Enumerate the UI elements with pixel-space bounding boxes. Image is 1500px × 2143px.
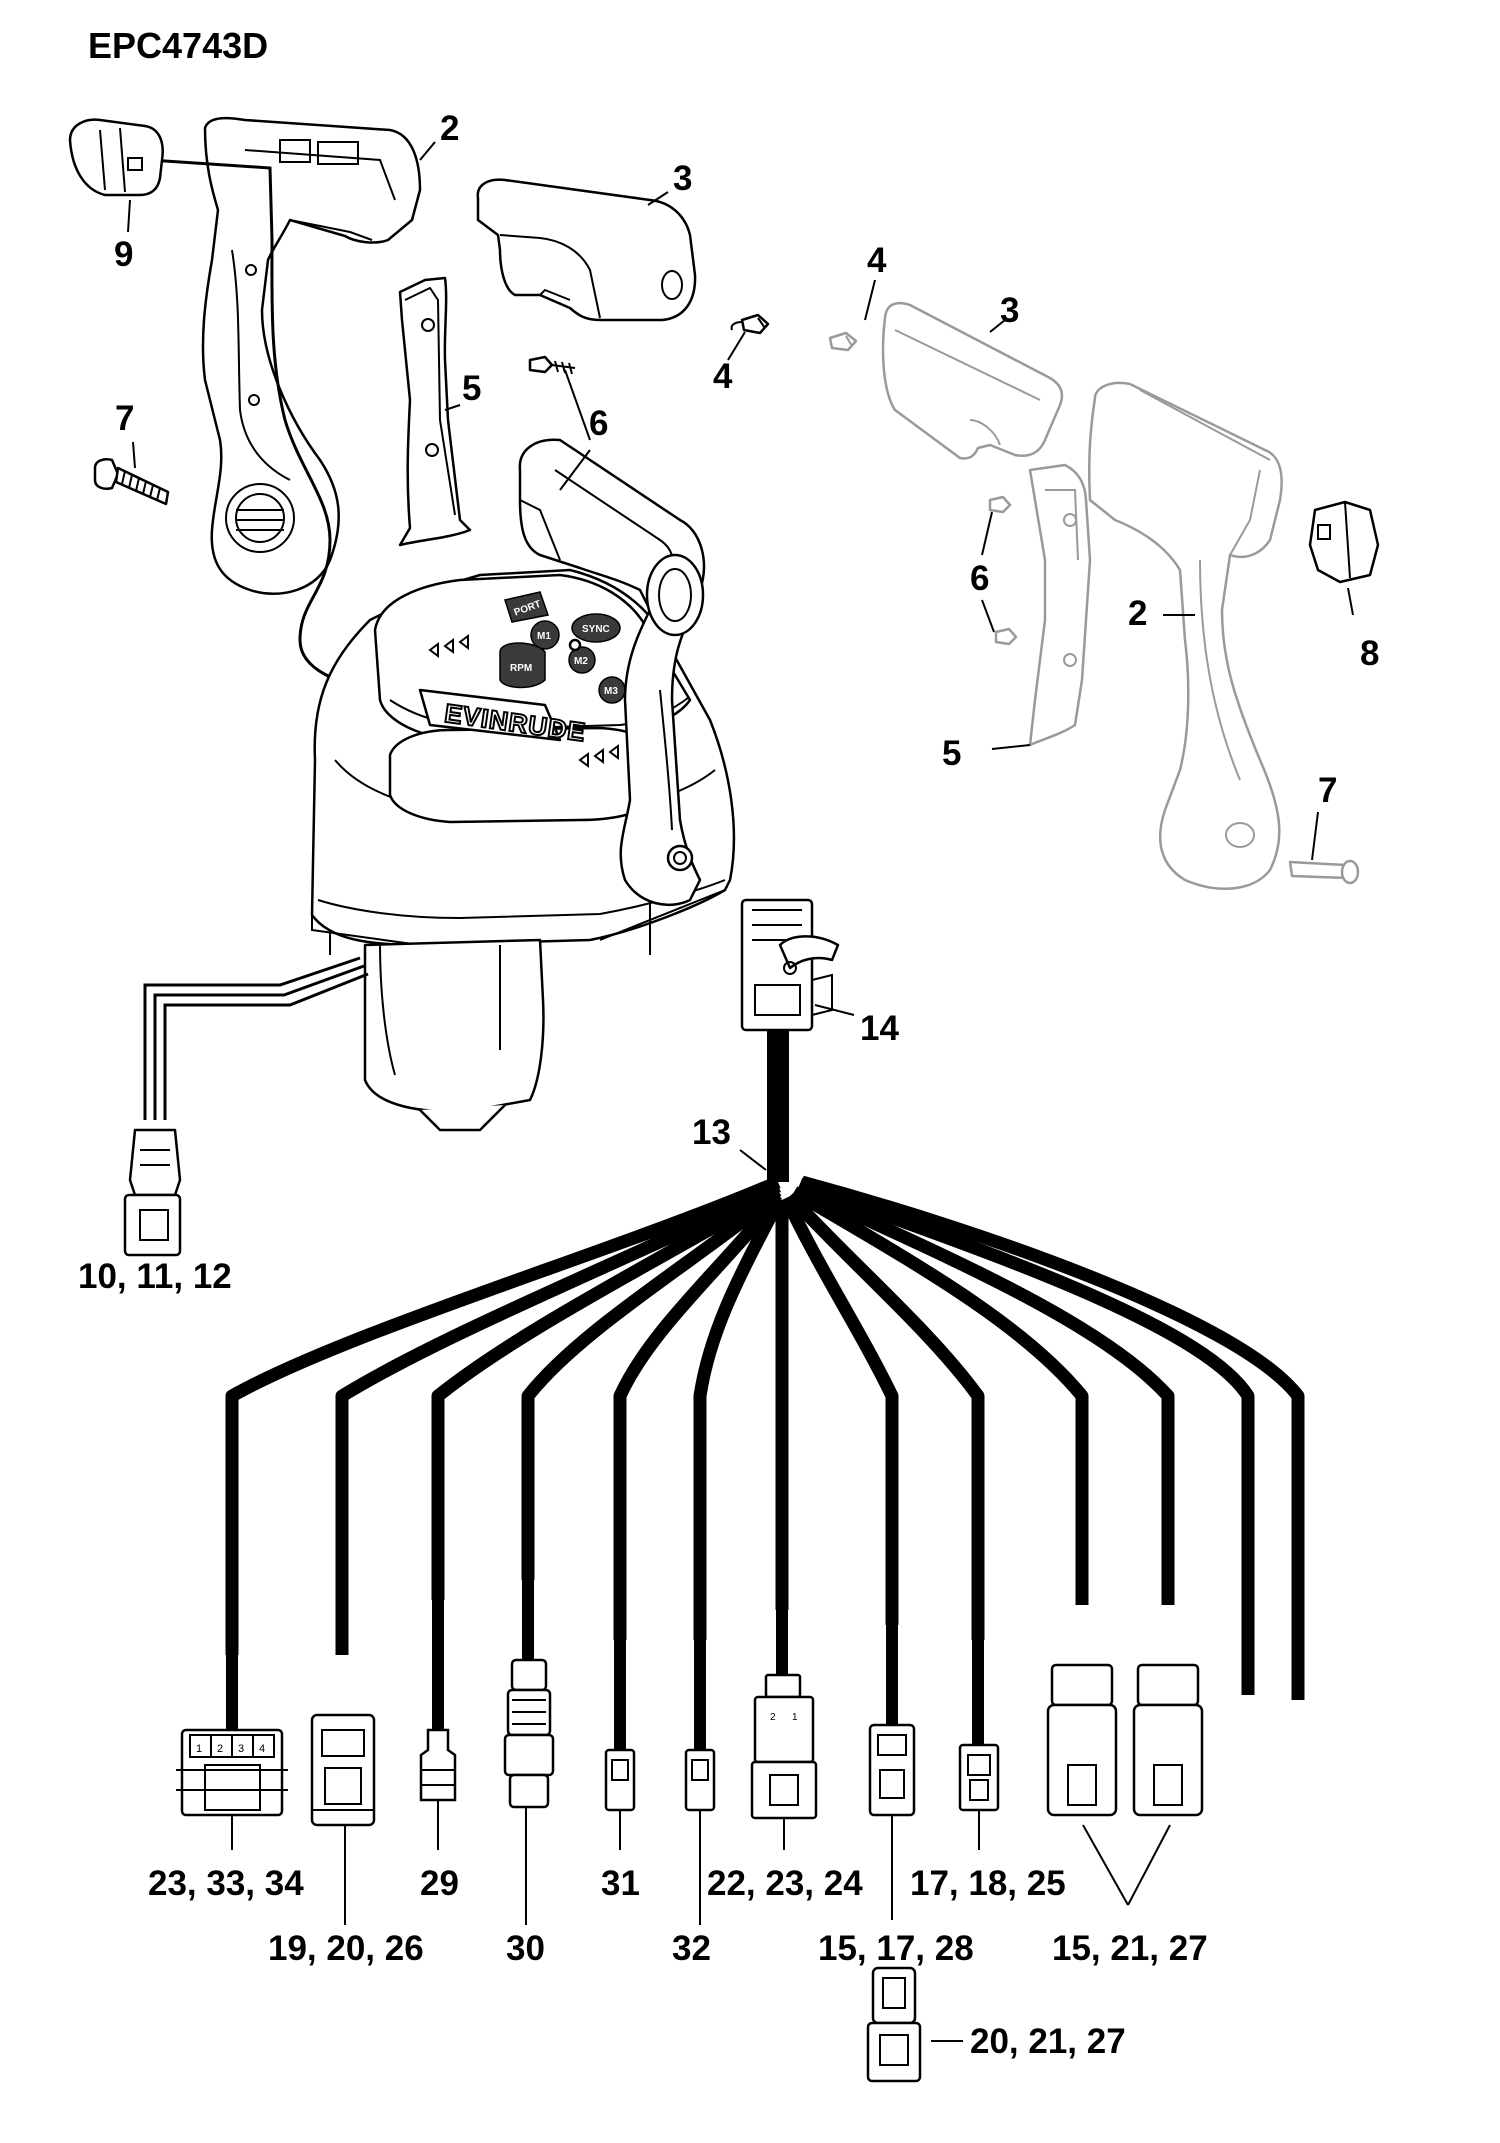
connector-32 — [684, 1748, 716, 1812]
connector-29 — [419, 1728, 457, 1802]
part-5-trim-right — [1028, 463, 1092, 747]
part-9-connector — [68, 118, 164, 197]
callout-6-right: 6 — [970, 559, 989, 598]
button-port — [504, 591, 549, 623]
callout-17-18-25: 17, 18, 25 — [910, 1864, 1066, 1903]
part-4-screw-top — [730, 313, 770, 335]
connector-23-33-34: 1 2 3 4 — [176, 1728, 288, 1817]
callout-32: 32 — [672, 1929, 711, 1968]
part-3-grip-cover-top — [476, 178, 697, 322]
callout-4-top: 4 — [867, 241, 887, 280]
svg-text:M1: M1 — [537, 631, 551, 642]
svg-text:4: 4 — [259, 1743, 265, 1755]
callout-6-top: 6 — [589, 404, 608, 443]
part-2-handle-left — [201, 116, 422, 595]
connector-10-11-12 — [123, 1128, 182, 1257]
part-3-grip-cover-right — [881, 301, 1064, 460]
svg-text:2: 2 — [770, 1712, 776, 1723]
svg-text:1: 1 — [792, 1712, 798, 1723]
panel-buttons: PORT SYNC M1 M2 M3 RPM — [428, 591, 626, 768]
callout-20-21-27: 20, 21, 27 — [970, 2022, 1126, 2061]
callout-13: 13 — [692, 1113, 731, 1152]
callout-5-top: 5 — [462, 369, 481, 408]
connector-20-21-27 — [866, 1966, 922, 2083]
callout-14: 14 — [860, 1009, 899, 1048]
connector-31 — [604, 1748, 636, 1812]
callout-15-21-27: 15, 21, 27 — [1052, 1929, 1208, 1968]
svg-text:2: 2 — [217, 1743, 223, 1755]
document-id: EPC4743D — [88, 25, 268, 66]
svg-text:3: 3 — [238, 1743, 244, 1755]
callout-10-11-12: 10, 11, 12 — [78, 1257, 232, 1296]
callout-2-right: 2 — [1128, 594, 1147, 633]
part-6-screw-top — [528, 355, 576, 375]
part-5-trim-left — [398, 276, 472, 547]
part-4-screw-right — [828, 331, 858, 352]
callout-5-right: 5 — [942, 734, 961, 773]
callout-30: 30 — [506, 1929, 545, 1968]
callout-23-33-34: 23, 33, 34 — [148, 1864, 304, 1903]
button-rpm — [499, 642, 546, 689]
button-sync — [571, 613, 621, 643]
connector-17-18-25 — [958, 1743, 1000, 1812]
svg-text:RPM: RPM — [510, 663, 532, 674]
callout-19-20-26: 19, 20, 26 — [268, 1929, 424, 1968]
callout-2-top: 2 — [440, 109, 459, 148]
part-14-connector — [740, 898, 840, 1032]
part-8-cap — [1308, 500, 1380, 584]
handle-wire — [149, 158, 381, 692]
connector-15-21-27-b — [1132, 1663, 1204, 1817]
control-cable-left — [143, 956, 369, 1120]
svg-text:SYNC: SYNC — [582, 624, 610, 635]
connector-22-23-24: 2 1 — [750, 1673, 818, 1820]
connector-30 — [503, 1658, 555, 1809]
callout-8: 8 — [1360, 634, 1379, 673]
callout-9: 9 — [114, 235, 133, 274]
part-2-handle-right — [1087, 381, 1283, 890]
callout-7-left: 7 — [115, 399, 134, 438]
callout-31: 31 — [601, 1864, 640, 1903]
svg-text:1: 1 — [196, 1743, 202, 1755]
callout-labels: 2 3 9 4 3 4 5 6 7 6 2 8 5 7 14 13 10, 11… — [78, 109, 1379, 2061]
connector-19-20-26 — [310, 1713, 376, 1827]
callout-15-17-28: 15, 17, 28 — [818, 1929, 974, 1968]
harness-branches — [225, 1175, 1305, 1700]
connector-15-17-28 — [868, 1723, 916, 1817]
button-m1 — [530, 620, 560, 650]
callout-7-right: 7 — [1318, 771, 1337, 810]
svg-text:M2: M2 — [574, 656, 588, 667]
callout-22-23-24: 22, 23, 24 — [707, 1864, 863, 1903]
button-m2 — [568, 646, 596, 674]
part-6-screws-right — [988, 495, 1018, 646]
callout-3-top: 3 — [673, 159, 692, 198]
callout-4-mid: 4 — [713, 357, 733, 396]
connector-15-21-27-a — [1046, 1663, 1118, 1817]
part-7-bolt-right — [1288, 859, 1360, 885]
callout-3-right: 3 — [1000, 291, 1019, 330]
part-7-bolt-left — [93, 458, 170, 506]
throttle-lever-assembly — [518, 438, 706, 907]
svg-text:M3: M3 — [604, 686, 618, 697]
callout-29: 29 — [420, 1864, 459, 1903]
leader-lines — [127, 141, 1354, 2042]
